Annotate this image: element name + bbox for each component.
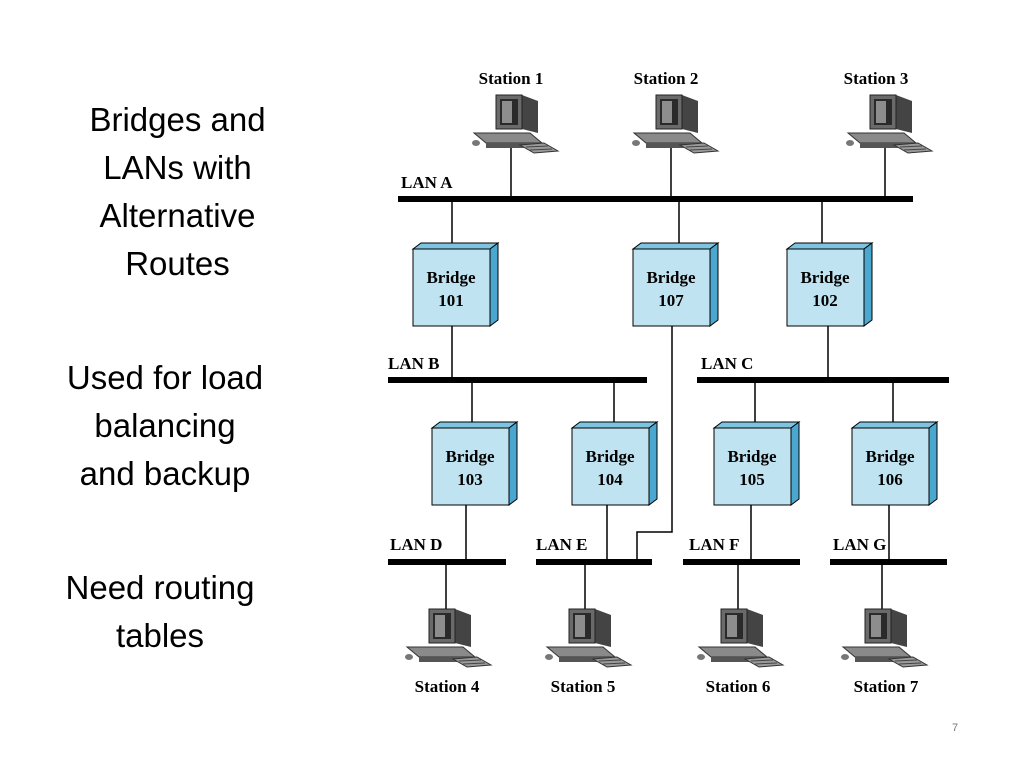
computer-icon — [544, 608, 632, 668]
lan-e-label: LAN E — [536, 535, 587, 554]
bridge-106: Bridge 106 — [850, 421, 939, 506]
station-6: Station 6 — [696, 608, 784, 696]
bridge-107: Bridge 107 — [631, 242, 720, 327]
text-block-load-balancing: Used for load balancing and backup — [45, 354, 285, 498]
bridge-101: Bridge 101 — [411, 242, 500, 327]
computer-icon — [845, 94, 933, 154]
text-line: Need routing — [65, 569, 255, 606]
bridge-label: Bridge — [426, 268, 476, 287]
station-4: Station 4 — [404, 608, 492, 696]
bridge-105: Bridge 105 — [712, 421, 801, 506]
bridge-label: Bridge — [445, 447, 495, 466]
bridge-number: 107 — [658, 291, 684, 310]
station-label: Station 7 — [854, 677, 919, 696]
lan-a-label: LAN A — [401, 173, 453, 192]
bridge-103: Bridge 103 — [430, 421, 519, 506]
station-2: Station 2 — [631, 69, 719, 154]
station-label: Station 2 — [634, 69, 699, 88]
computer-icon — [696, 608, 784, 668]
bridge-number: 103 — [457, 470, 483, 489]
lan-b-label: LAN B — [388, 354, 439, 373]
computer-icon — [631, 94, 719, 154]
bridge-label: Bridge — [865, 447, 915, 466]
bridge-label: Bridge — [585, 447, 635, 466]
bridge-label: Bridge — [646, 268, 696, 287]
text-line: Used for load — [66, 359, 264, 396]
bridge-number: 101 — [438, 291, 464, 310]
bridge-102: Bridge 102 — [785, 242, 874, 327]
bridge-number: 106 — [877, 470, 903, 489]
station-1: Station 1 — [471, 69, 559, 154]
station-3: Station 3 — [844, 69, 933, 154]
bridge-number: 102 — [812, 291, 838, 310]
station-label: Station 5 — [551, 677, 616, 696]
computer-icon — [471, 94, 559, 154]
text-block-bridges: Bridges and LANs with Alternative Routes — [70, 96, 285, 288]
text-line: Alternative — [99, 197, 256, 234]
text-line: and backup — [79, 455, 251, 492]
bridge-number: 104 — [597, 470, 623, 489]
station-label: Station 4 — [415, 677, 480, 696]
text-line: Bridges and — [89, 101, 266, 138]
station-label: Station 6 — [706, 677, 771, 696]
text-line: balancing — [94, 407, 236, 444]
station-label: Station 1 — [479, 69, 544, 88]
lan-c-label: LAN C — [701, 354, 753, 373]
lan-g-label: LAN G — [833, 535, 886, 554]
bridge-104: Bridge 104 — [570, 421, 659, 506]
slide-number: 7 — [952, 722, 959, 734]
text-block-routing: Need routing tables — [45, 564, 275, 660]
computer-icon — [840, 608, 928, 668]
bridge-number: 105 — [739, 470, 765, 489]
bridge-label: Bridge — [727, 447, 777, 466]
station-7: Station 7 — [840, 608, 928, 696]
station-label: Station 3 — [844, 69, 909, 88]
lan-d-label: LAN D — [390, 535, 442, 554]
text-line: Routes — [125, 245, 230, 282]
bridge-label: Bridge — [800, 268, 850, 287]
text-line: LANs with — [103, 149, 252, 186]
lan-f-label: LAN F — [689, 535, 740, 554]
computer-icon — [404, 608, 492, 668]
text-line: tables — [115, 617, 205, 654]
station-5: Station 5 — [544, 608, 632, 696]
connection-wires — [445, 145, 894, 610]
